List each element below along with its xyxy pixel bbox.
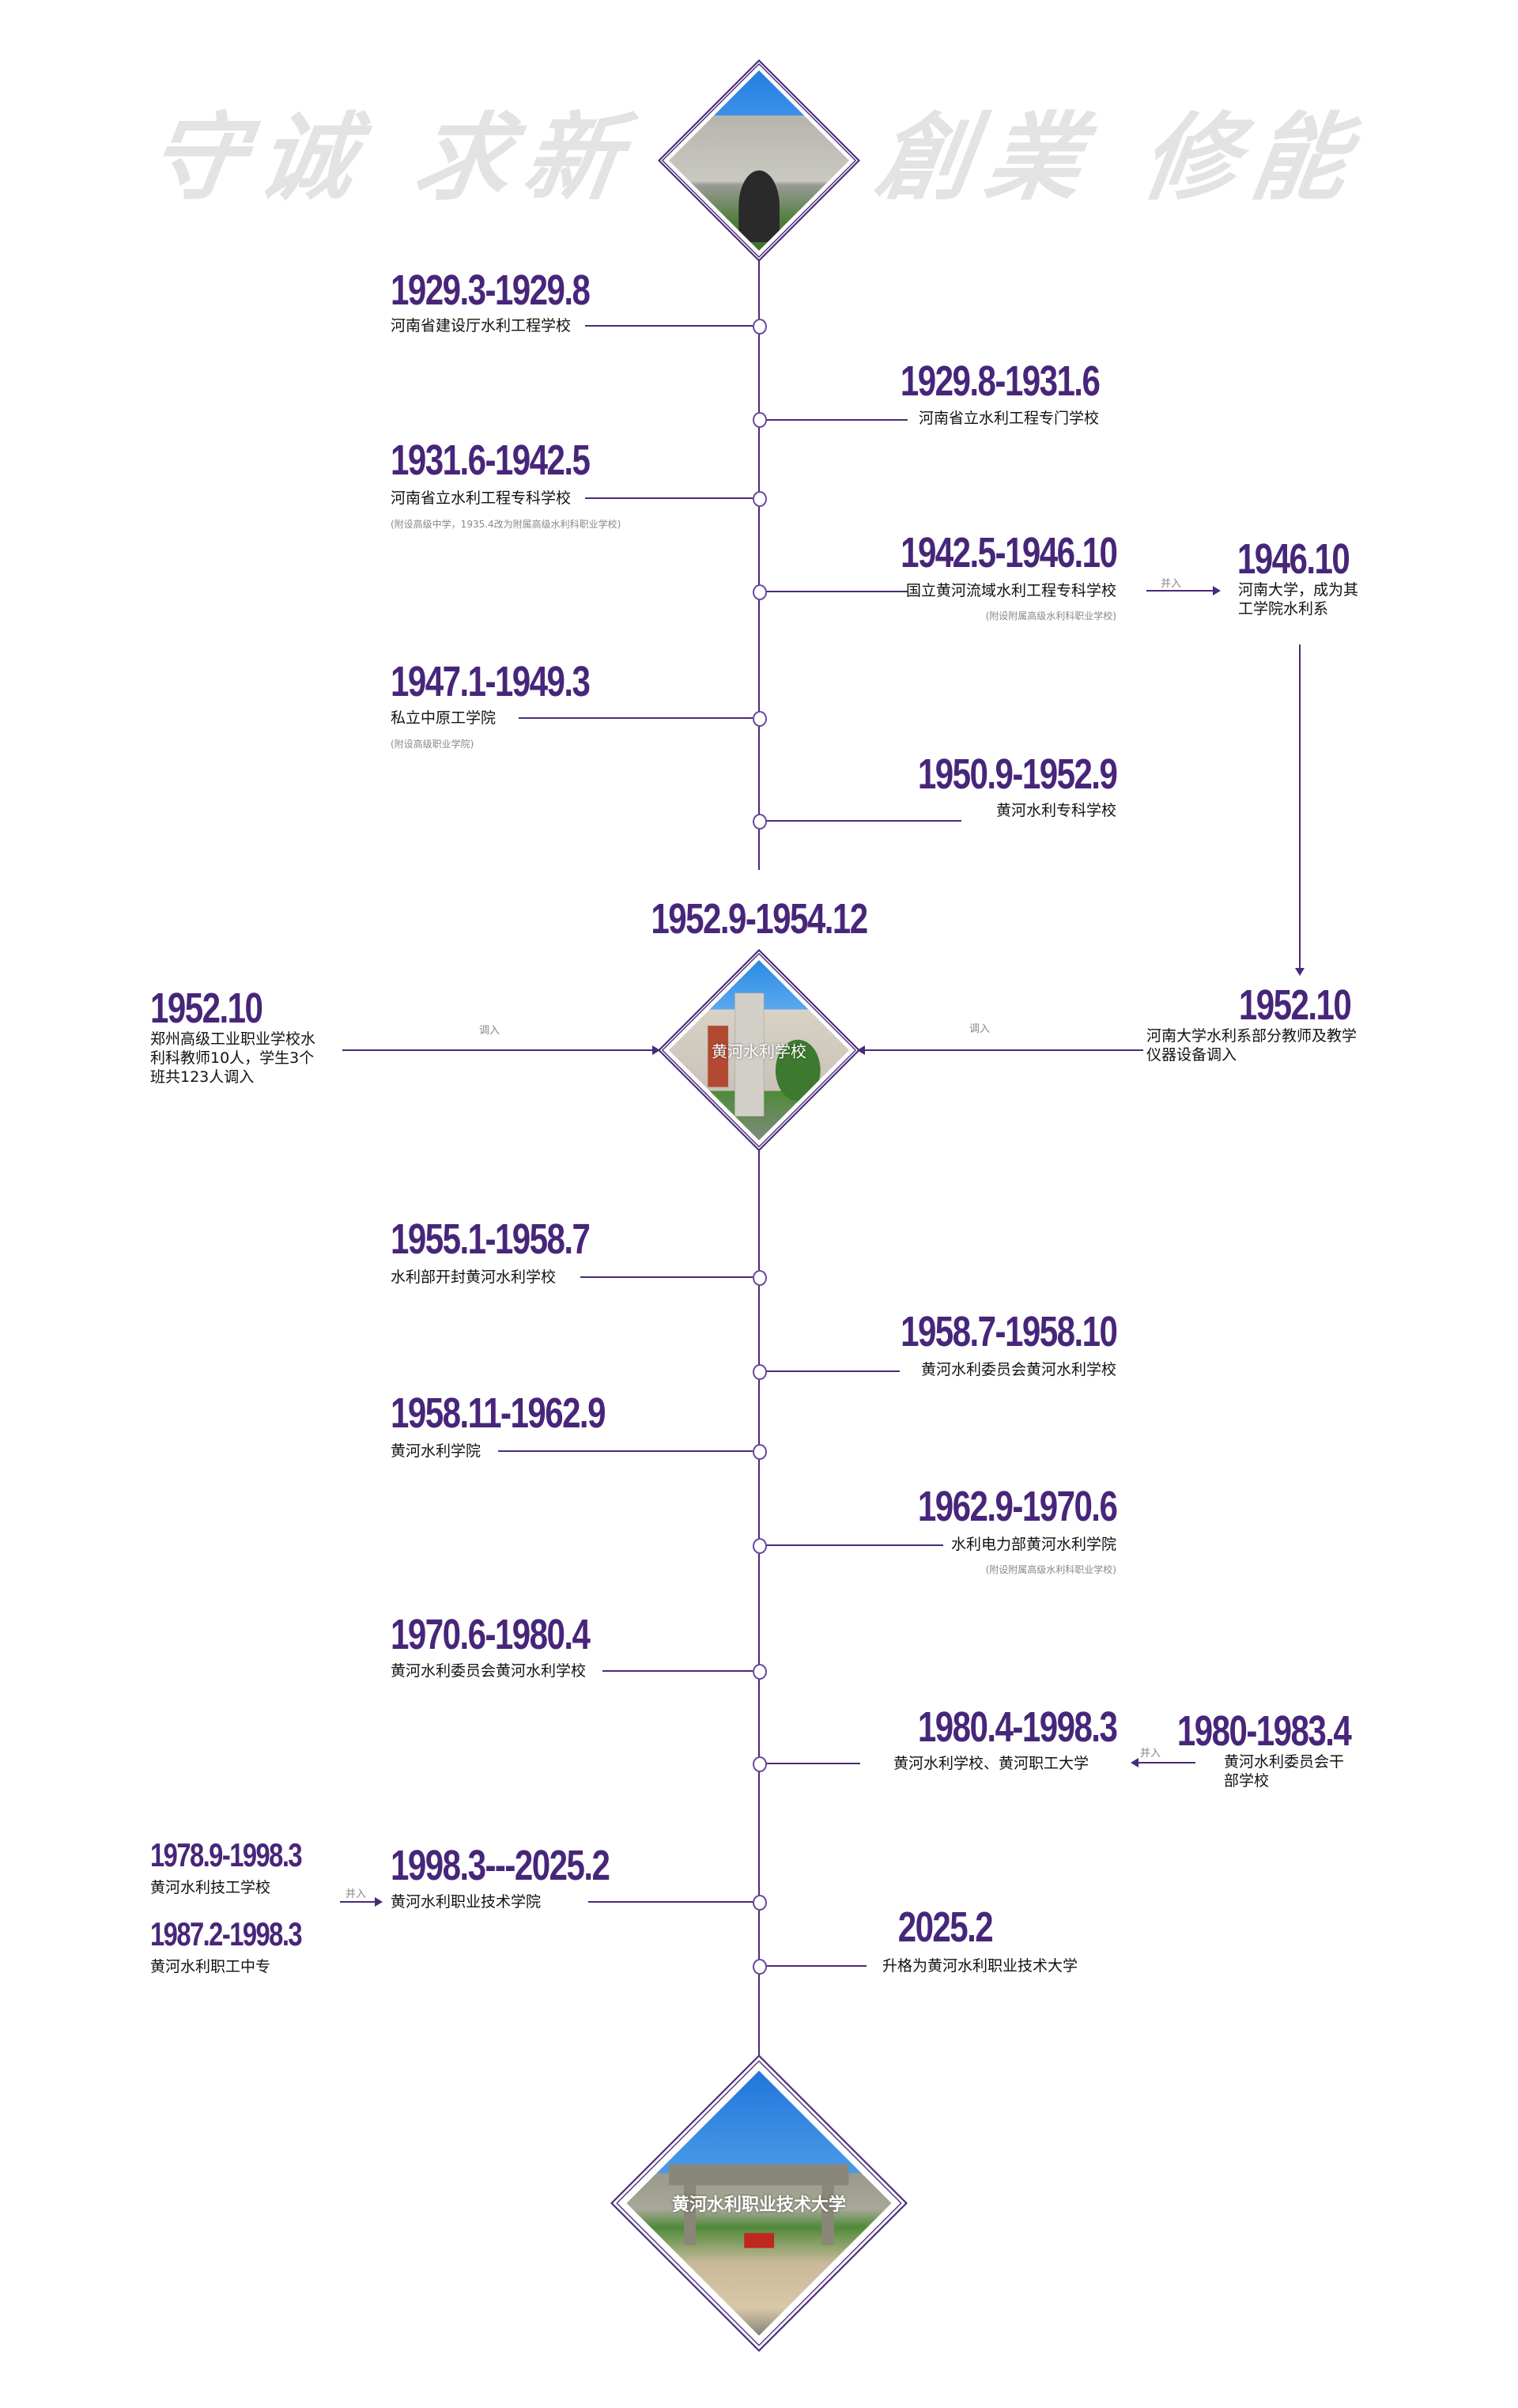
entry-date: 1929.8-1931.6 [900,357,1101,405]
branch-name: 黄河水利委员会干部学校 [1224,1753,1345,1790]
entry-name: 河南省建设厅水利工程学校 [391,317,572,335]
diamond-middle: 黄河水利学校 [658,949,860,1151]
timeline-node [753,1270,767,1286]
connector [765,1370,900,1372]
transfer-down-arrow [1295,645,1305,976]
branch-date: 1980-1983.4 [1176,1707,1352,1755]
entry-name: 升格为黄河水利职业技术大学 [882,1957,1078,1975]
entry-date: 1970.6-1980.4 [391,1611,591,1658]
branch-name: 河南大学，成为其工学院水利系 [1238,581,1359,618]
entry-date: 1998.3---2025.2 [391,1842,610,1889]
entry-date: 1958.11-1962.9 [391,1389,606,1437]
motto-left: 守诚 求新 [142,102,642,214]
entry-date-center: 1952.9-1954.12 [651,895,868,943]
diamond-top [658,59,860,262]
timeline-node [753,1538,767,1554]
entry-name: 水利电力部黄河水利学院 [950,1536,1116,1553]
entry-date: 1942.5-1946.10 [900,529,1118,576]
connector [519,717,753,719]
timeline-spine-lower [758,1151,760,2056]
entry-date: 1931.6-1942.5 [391,437,591,484]
connector [765,1544,943,1546]
timeline-node [753,1756,767,1772]
entry-name: 河南省立水利工程专门学校 [918,410,1099,427]
branch-date: 1978.9-1998.3 [150,1836,303,1873]
gate-photo-icon [668,70,850,251]
merge-arrow [340,1897,383,1907]
entry-date: 1955.1-1958.7 [391,1215,591,1263]
branch-date: 1952.10 [1238,981,1352,1029]
link-label-merge: 并入 [1140,1748,1161,1760]
transfer-arrow-left [342,1045,660,1055]
entry-date: 1958.7-1958.10 [900,1308,1118,1355]
entry-date: 1950.9-1952.9 [917,750,1118,798]
timeline-node [753,1444,767,1460]
entry-note: (附设高级职业学院) [391,739,474,750]
timeline-node [753,711,767,727]
connector [585,497,753,499]
link-label-merge: 并入 [346,1888,367,1900]
connector [602,1670,753,1672]
connector [498,1450,753,1452]
entry-name: 黄河水利委员会黄河水利学校 [920,1361,1116,1378]
entry-name: 私立中原工学院 [391,709,497,727]
entry-name: 黄河水利委员会黄河水利学校 [391,1662,587,1680]
merge-arrow-left [1131,1758,1195,1767]
connector [765,591,908,592]
branch-name: 郑州高级工业职业学校水利科教师10人，学生3个班共123人调入 [150,1030,316,1086]
connector [765,1965,867,1967]
entry-name: 河南省立水利工程专科学校 [391,490,572,507]
entry-name: 黄河水利学院 [391,1442,481,1460]
entry-date: 1947.1-1949.3 [391,658,591,705]
entry-name: 黄河水利学校、黄河职工大学 [893,1755,1089,1772]
diamond-caption: 黄河水利职业技术大学 [671,2195,846,2215]
entry-date: 1980.4-1998.3 [917,1703,1118,1751]
branch-date: 1946.10 [1237,535,1350,583]
timeline-node [753,412,767,428]
entry-name: 水利部开封黄河水利学校 [391,1268,557,1286]
connector [765,1763,860,1764]
entry-note: (附设高级中学，1935.4改为附属高级水利科职业学校) [391,519,621,530]
entry-note: (附设附属高级水利科职业学校) [985,611,1116,622]
entry-note: (附设附属高级水利科职业学校) [985,1564,1116,1575]
link-label-merge: 并入 [1161,578,1182,590]
connector [588,1901,753,1903]
branch-name: 黄河水利技工学校 [150,1879,271,1896]
entry-name: 国立黄河流域水利工程专科学校 [905,582,1116,599]
branch-name: 黄河水利职工中专 [150,1958,271,1975]
timeline-spine-upper [758,261,760,870]
timeline-node [753,1895,767,1911]
timeline-node [753,491,767,507]
diamond-bottom: 黄河水利职业技术大学 [610,2055,908,2352]
branch-name: 河南大学水利系部分教师及教学仪器设备调入 [1146,1027,1358,1064]
branch-date: 1987.2-1998.3 [150,1915,303,1952]
entry-date: 1929.3-1929.8 [391,267,591,314]
timeline-node [753,319,767,335]
entry-name: 黄河水利职业技术学院 [391,1893,542,1911]
transfer-arrow-right [857,1045,1143,1055]
timeline-node [753,584,767,600]
entry-date: 1962.9-1970.6 [917,1483,1118,1530]
connector [585,325,753,327]
motto-right: 創業 修能 [870,102,1369,214]
connector [765,419,908,421]
timeline-node [753,1664,767,1680]
link-label-transfer: 调入 [479,1025,500,1037]
entry-name: 黄河水利专科学校 [995,802,1116,819]
merge-arrow [1146,586,1221,595]
timeline-node [753,814,767,830]
entry-date: 2025.2 [897,1903,994,1951]
diamond-caption: 黄河水利学校 [712,1041,806,1061]
connector [765,820,961,822]
link-label-transfer: 调入 [969,1023,991,1035]
branch-date: 1952.10 [150,985,263,1032]
connector [580,1276,753,1278]
timeline-node [753,1959,767,1975]
timeline-node [753,1364,767,1380]
